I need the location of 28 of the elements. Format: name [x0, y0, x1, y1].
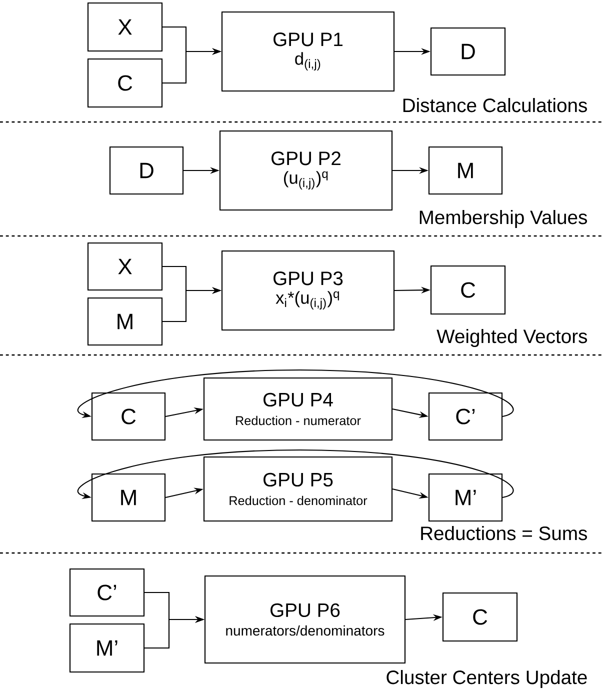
data-box: M: [87, 297, 163, 346]
data-box: D: [109, 146, 184, 195]
data-box: C’: [428, 392, 503, 441]
section-caption: Membership Values: [420, 210, 587, 228]
data-box: C’: [69, 568, 145, 617]
process-box: GPU P6 numerators/denominators: [204, 575, 406, 664]
data-box: M’: [69, 623, 145, 673]
section-caption: Distance Calculations: [403, 98, 587, 112]
process-box: GPU P3 x$_{i}$*(u$_{(i,j)}$)$^{q}$: [221, 250, 395, 331]
data-box: X: [87, 242, 163, 291]
process-box: GPU P2 (u$_{(i,j)}$)$^{q}$: [219, 130, 393, 211]
data-box: M’: [428, 473, 503, 522]
data-box: C: [91, 392, 166, 441]
data-box: C: [87, 58, 163, 108]
data-box: X: [87, 2, 163, 52]
section-caption: Reductions = Sums: [421, 526, 587, 540]
data-box: D: [430, 27, 506, 76]
arrow: [78, 449, 514, 499]
data-box: C: [442, 592, 518, 642]
data-box: M: [91, 473, 166, 522]
process-box: GPU P4 Reduction - numerator: [203, 377, 393, 441]
process-box: GPU P1 d$_{(i,j)}$: [221, 11, 395, 92]
section-caption: Cluster Centers Update: [386, 670, 587, 688]
section-caption: Weighted Vectors: [436, 329, 588, 348]
arrow: [78, 369, 514, 418]
data-box: C: [430, 265, 506, 315]
data-box: M: [428, 146, 503, 195]
process-box: GPU P5 Reduction - denominator: [203, 456, 393, 522]
